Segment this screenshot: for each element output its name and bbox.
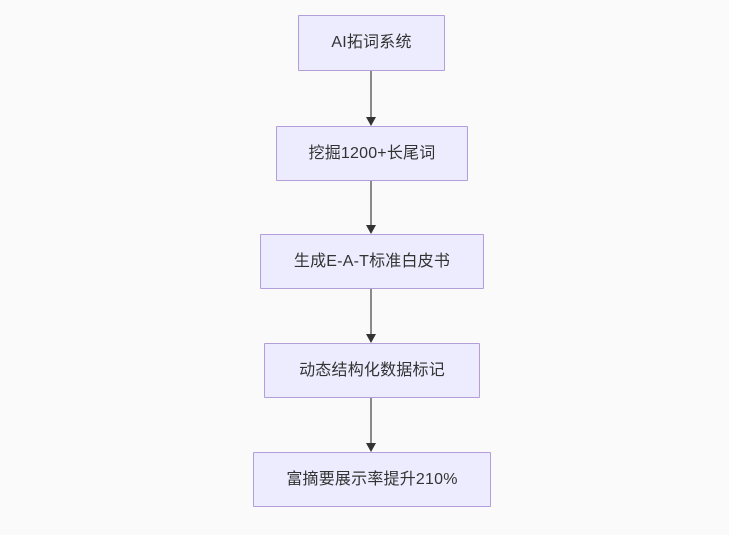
flow-node-rich-snippet-rate-increase[interactable]: 富摘要展示率提升210%: [253, 452, 491, 507]
edge-line: [370, 181, 372, 225]
arrowhead-icon: [366, 334, 376, 343]
flow-node-ai-keyword-system[interactable]: AI拓词系统: [298, 15, 445, 71]
flow-node-mine-longtail-keywords[interactable]: 挖掘1200+长尾词: [276, 126, 468, 181]
flow-node-generate-eat-whitepaper[interactable]: 生成E-A-T标准白皮书: [260, 234, 484, 289]
arrowhead-icon: [366, 117, 376, 126]
flow-node-dynamic-structured-data-markup[interactable]: 动态结构化数据标记: [264, 343, 480, 398]
edge-line: [370, 398, 372, 443]
edge-line: [370, 71, 372, 117]
arrowhead-icon: [366, 443, 376, 452]
edge-line: [370, 289, 372, 334]
arrowhead-icon: [366, 225, 376, 234]
